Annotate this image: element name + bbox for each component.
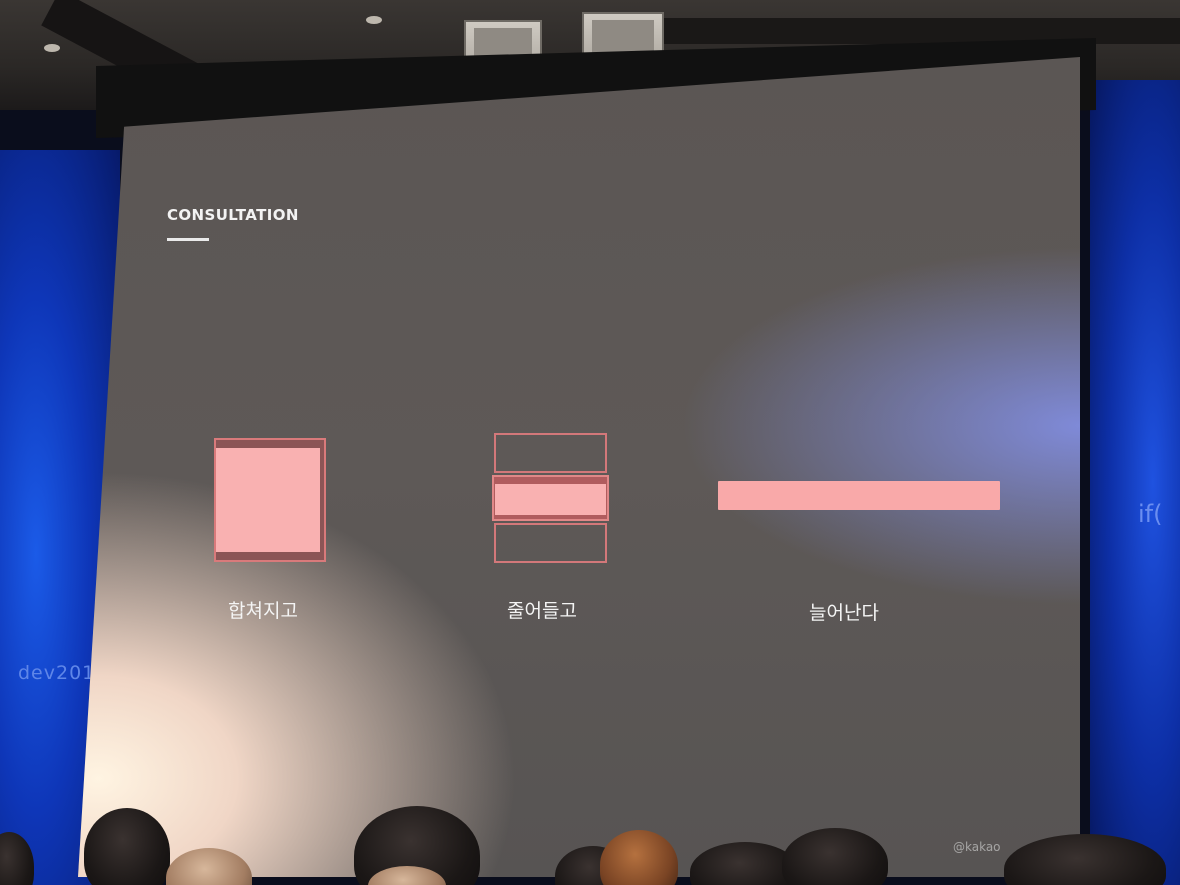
audience-head bbox=[782, 828, 888, 885]
merge-icon bbox=[214, 438, 326, 562]
ceiling-light-icon bbox=[366, 16, 382, 24]
grow-icon bbox=[718, 481, 1000, 510]
slide-title: CONSULTATION bbox=[167, 206, 299, 224]
audience-head bbox=[368, 866, 446, 885]
backdrop-text-left: dev2018 bbox=[18, 662, 109, 684]
audience-head bbox=[690, 842, 800, 885]
item-label-shrink: 줄어들고 bbox=[507, 600, 577, 622]
audience-head bbox=[1004, 834, 1166, 885]
slide-watermark: @kakao bbox=[953, 840, 1001, 854]
title-underline bbox=[167, 238, 209, 241]
item-label-merge: 합쳐지고 bbox=[228, 600, 298, 622]
backdrop-right bbox=[1090, 80, 1180, 885]
ceiling-beam bbox=[660, 18, 1180, 44]
audience-head bbox=[600, 830, 678, 885]
shrink-icon bbox=[492, 433, 609, 563]
backdrop-text-right: if( bbox=[1138, 500, 1163, 528]
item-label-grow: 늘어난다 bbox=[809, 602, 879, 624]
ceiling-light-icon bbox=[44, 44, 60, 52]
audience-head bbox=[84, 808, 170, 885]
